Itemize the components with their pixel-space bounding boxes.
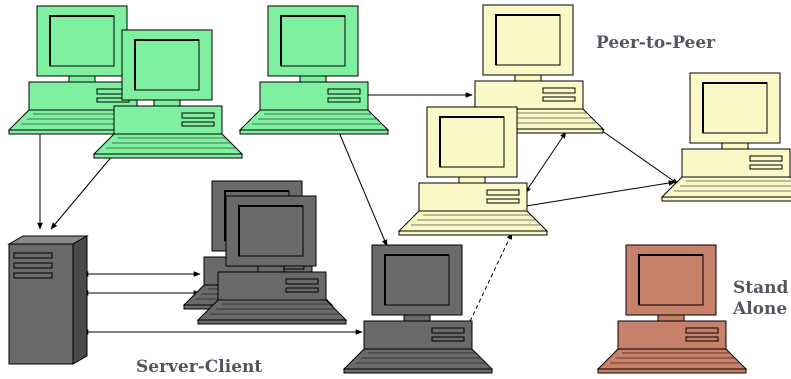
desktop-computer-icon	[343, 244, 493, 374]
tower-server-icon	[7, 235, 89, 365]
link-client-to-peer-dashed	[463, 232, 513, 335]
desktop-computer-icon	[239, 5, 389, 135]
link-green-b-to-server	[50, 154, 114, 230]
connection-lines	[37, 92, 679, 335]
link-peer-top-to-mid	[524, 131, 567, 194]
desktop-computer-icon	[597, 244, 747, 374]
link-peer-top-to-right	[597, 127, 679, 185]
stand-alone-label: Stand Alone	[733, 278, 789, 319]
link-peer-mid-to-right	[519, 180, 676, 209]
link-center-to-client	[337, 129, 388, 247]
peer-to-peer-label: Peer-to-Peer	[596, 33, 716, 53]
desktop-computer-icon	[661, 72, 791, 202]
server-client-label: Server-Client	[136, 357, 263, 377]
